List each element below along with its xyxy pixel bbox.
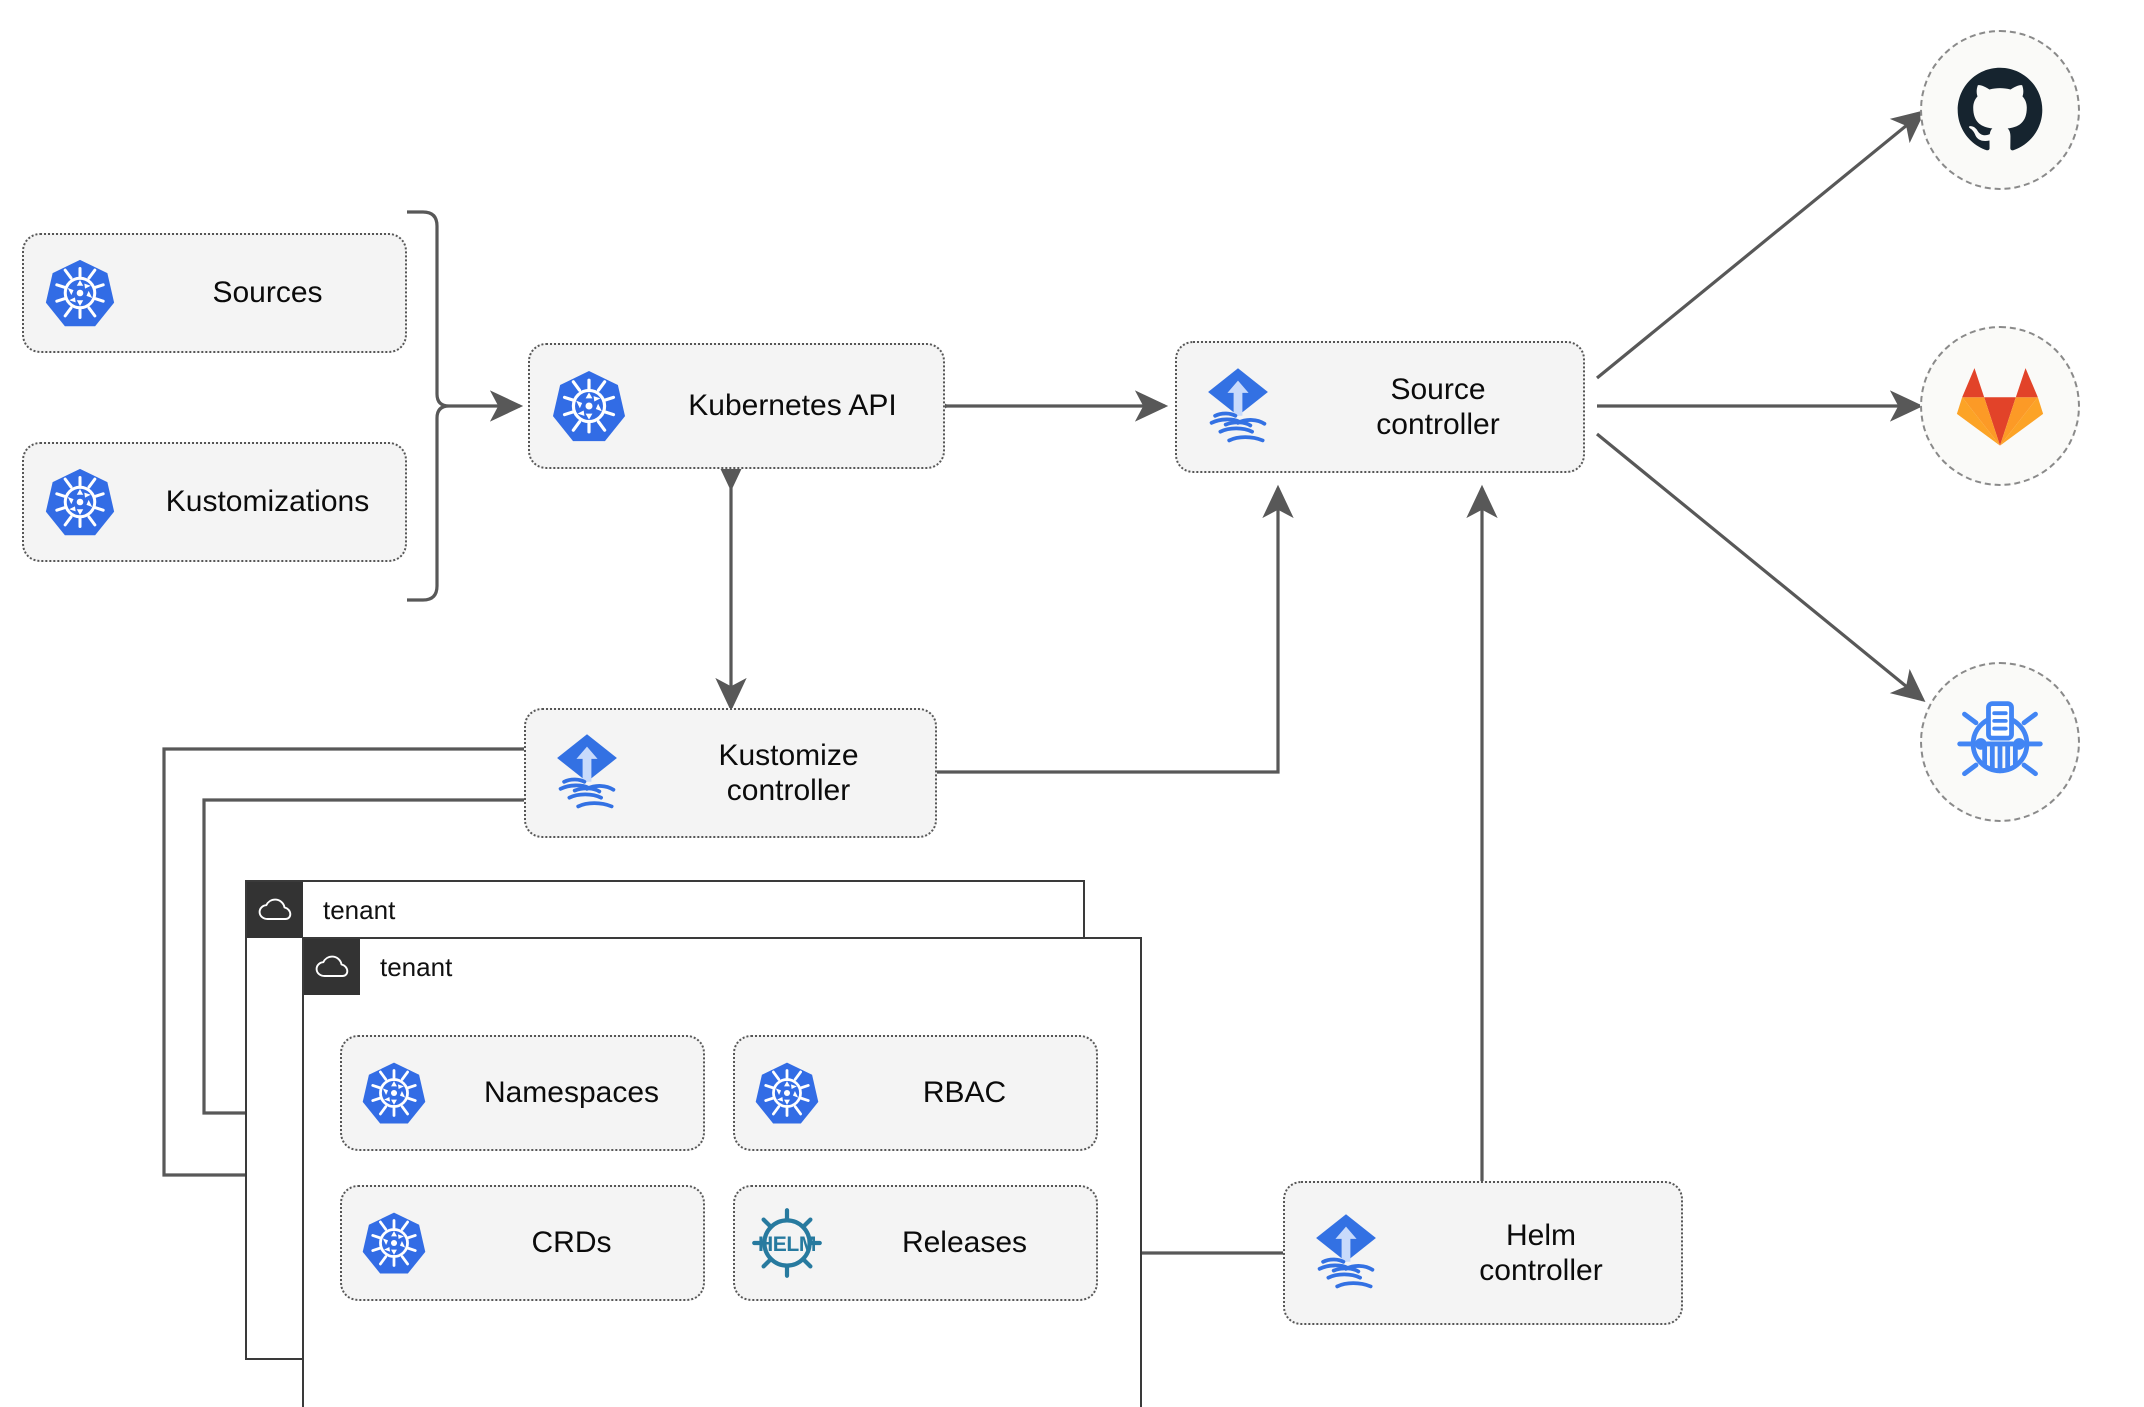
tenant-front-titlebar: tenant bbox=[304, 939, 452, 995]
node-sources[interactable]: Sources bbox=[22, 233, 407, 353]
node-sources-label: Sources bbox=[212, 276, 323, 310]
cloud-icon bbox=[247, 882, 303, 938]
kubernetes-icon bbox=[342, 1060, 446, 1126]
gitlab-icon bbox=[1956, 368, 2044, 446]
bucket-icon bbox=[1957, 701, 2043, 777]
provider-gitlab[interactable] bbox=[1920, 326, 2080, 486]
node-namespaces-label: Namespaces bbox=[483, 1076, 660, 1110]
tenant-front-label: tenant bbox=[380, 951, 453, 982]
github-icon bbox=[1957, 67, 2043, 151]
resource-group-brace bbox=[407, 210, 450, 602]
flux-icon bbox=[526, 729, 648, 817]
node-helm-controller-label: Helm controller bbox=[1479, 1218, 1603, 1287]
node-source-controller[interactable]: Source controller bbox=[1175, 341, 1585, 473]
node-kustomize-controller-label: Kustomize controller bbox=[718, 738, 859, 807]
flux-icon bbox=[1177, 363, 1299, 451]
kubernetes-icon bbox=[735, 1060, 839, 1126]
kubernetes-icon bbox=[24, 466, 136, 538]
tenant-back-label: tenant bbox=[323, 894, 396, 925]
node-rbac-label: RBAC bbox=[922, 1076, 1007, 1110]
node-kustomizations-label: Kustomizations bbox=[165, 485, 370, 519]
provider-bucket[interactable] bbox=[1920, 662, 2080, 822]
helm-icon: HELM bbox=[735, 1204, 839, 1282]
node-crds[interactable]: CRDs bbox=[340, 1185, 705, 1301]
kubernetes-icon bbox=[342, 1210, 446, 1276]
node-namespaces[interactable]: Namespaces bbox=[340, 1035, 705, 1151]
provider-github[interactable] bbox=[1920, 30, 2080, 190]
flux-icon bbox=[1285, 1209, 1407, 1297]
node-helm-controller[interactable]: Helm controller bbox=[1283, 1181, 1683, 1325]
tenant-panel-front[interactable]: tenant bbox=[302, 937, 1142, 1407]
kubernetes-icon bbox=[530, 368, 648, 444]
tenant-back-titlebar: tenant bbox=[247, 882, 395, 938]
edge-source-bucket bbox=[1595, 432, 1926, 703]
svg-text:HELM: HELM bbox=[758, 1233, 816, 1256]
node-source-controller-label: Source controller bbox=[1376, 372, 1500, 441]
edge-source-github bbox=[1595, 109, 1926, 380]
node-rbac[interactable]: RBAC bbox=[733, 1035, 1098, 1151]
node-kubernetes-api-label: Kubernetes API bbox=[688, 389, 897, 423]
node-releases[interactable]: HELM Releases bbox=[733, 1185, 1098, 1301]
cloud-icon bbox=[304, 939, 360, 995]
node-crds-label: CRDs bbox=[531, 1226, 612, 1260]
kubernetes-icon bbox=[24, 257, 136, 329]
node-kustomizations[interactable]: Kustomizations bbox=[22, 442, 407, 562]
node-releases-label: Releases bbox=[901, 1226, 1028, 1260]
edge-kustomize-source bbox=[937, 484, 1294, 774]
node-kubernetes-api[interactable]: Kubernetes API bbox=[528, 343, 945, 469]
node-kustomize-controller[interactable]: Kustomize controller bbox=[524, 708, 937, 838]
